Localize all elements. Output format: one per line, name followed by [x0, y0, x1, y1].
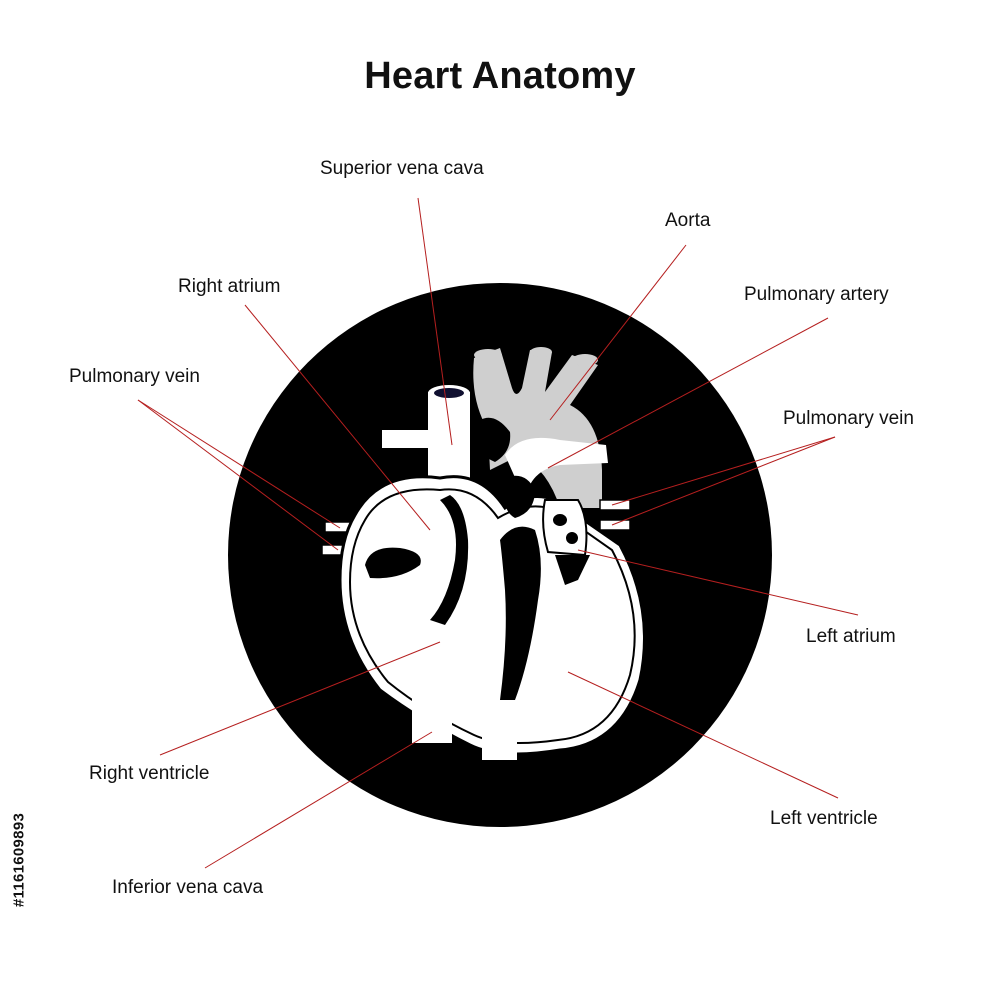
label-pulmonary-vein-right: Pulmonary vein [783, 408, 914, 429]
leader-inferior-vena-cava [204, 731, 433, 869]
heart-interior [365, 417, 590, 700]
leader-pulmonary-vein-right-1 [611, 436, 836, 506]
leader-pulmonary-artery [547, 317, 829, 469]
great-vessels [473, 347, 602, 508]
leader-left-atrium [577, 549, 859, 616]
label-right-atrium: Right atrium [178, 276, 281, 297]
label-pulmonary-artery: Pulmonary artery [744, 284, 889, 305]
label-right-ventricle: Right ventricle [89, 763, 210, 784]
leader-left-ventricle [567, 671, 839, 799]
label-left-atrium: Left atrium [806, 626, 896, 647]
stock-id-watermark: #1161609893 [6, 760, 32, 960]
pulmonary-artery-branch [505, 437, 608, 500]
label-superior-vena-cava: Superior vena cava [320, 158, 484, 179]
leader-pulmonary-vein-right-2 [611, 436, 836, 526]
label-inferior-vena-cava: Inferior vena cava [112, 877, 264, 898]
leader-right-ventricle [159, 641, 441, 756]
leader-lines [137, 197, 859, 869]
leader-pulmonary-vein-left-2 [137, 399, 339, 551]
label-left-ventricle: Left ventricle [770, 808, 878, 829]
inferior-vena-cava [412, 695, 517, 760]
leader-right-atrium [244, 304, 431, 531]
label-pulmonary-vein-left: Pulmonary vein [69, 366, 200, 387]
diagram-title: Heart Anatomy [364, 55, 636, 97]
label-aorta: Aorta [665, 210, 711, 231]
leader-pulmonary-vein-left-1 [137, 399, 341, 529]
leader-superior-vena-cava [417, 197, 453, 446]
leader-aorta [549, 244, 687, 421]
stock-id-text: #1161609893 [10, 812, 28, 908]
left-atrium-shape [542, 499, 588, 557]
